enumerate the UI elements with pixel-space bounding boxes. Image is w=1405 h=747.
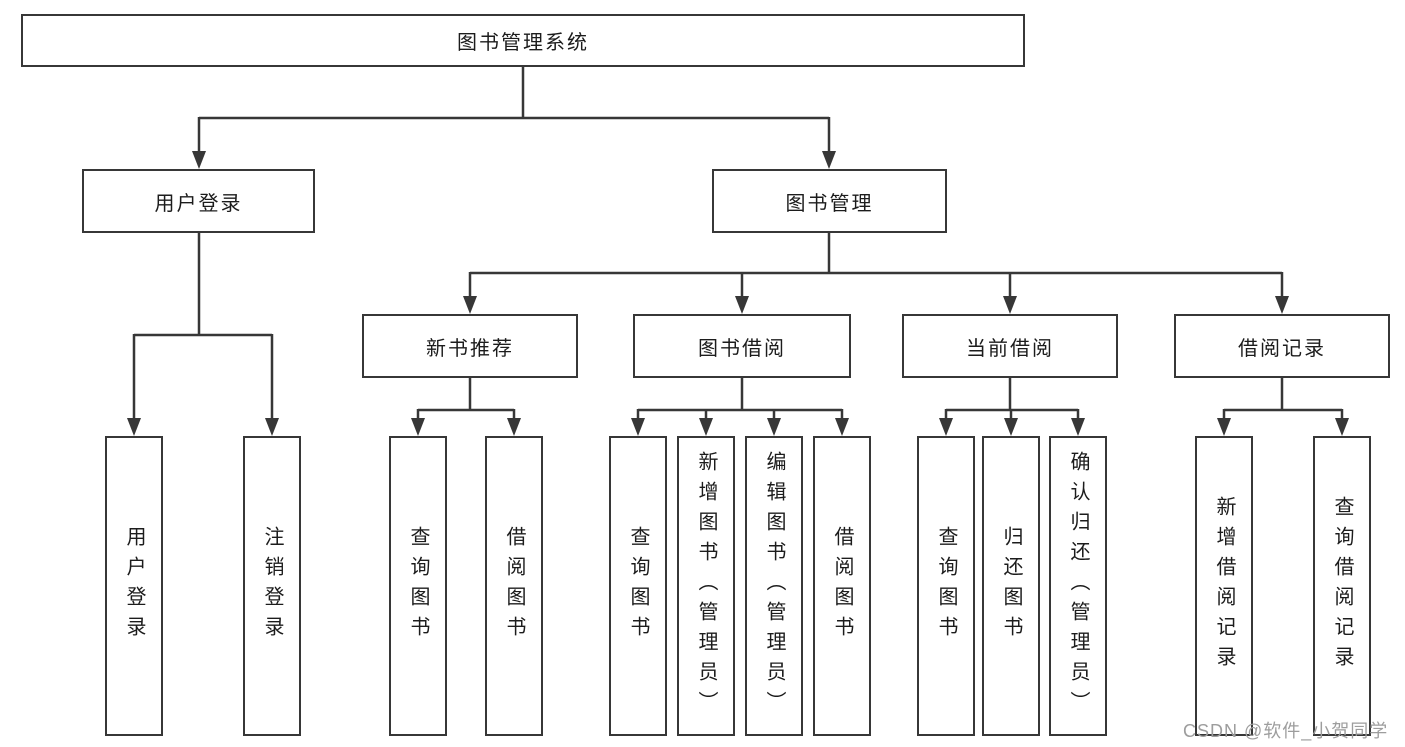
csdn-watermark: CSDN @软件_小贺同学: [1183, 721, 1389, 741]
leaf-query-books-1: 查询图书: [389, 436, 447, 736]
node-book-management: 图书管理: [712, 169, 947, 233]
leaf-borrow-books-1: 借阅图书: [485, 436, 543, 736]
node-label: 图书管理系统: [457, 32, 589, 54]
leaf-add-books-admin: 新增图书（管理员）: [677, 436, 735, 736]
node-label: 归还图书: [1000, 526, 1022, 646]
node-label: 用户登录: [123, 526, 145, 646]
node-label: 编辑图书（管理员）: [763, 451, 785, 721]
node-new-book-recommend: 新书推荐: [362, 314, 578, 378]
leaf-edit-books-admin: 编辑图书（管理员）: [745, 436, 803, 736]
node-label: 查询借阅记录: [1331, 496, 1353, 676]
node-label: 新增借阅记录: [1213, 496, 1235, 676]
node-label: 新增图书（管理员）: [695, 451, 717, 721]
node-label: 用户登录: [154, 192, 243, 215]
node-user-login: 用户登录: [82, 169, 315, 233]
node-book-borrowing: 图书借阅: [633, 314, 851, 378]
leaf-query-borrow-record: 查询借阅记录: [1313, 436, 1371, 736]
node-label: 图书借阅: [698, 337, 786, 360]
leaf-logout: 注销登录: [243, 436, 301, 736]
node-label: 图书管理: [785, 192, 874, 215]
leaf-query-books-2: 查询图书: [609, 436, 667, 736]
node-library-system: 图书管理系统: [21, 14, 1025, 67]
node-label: 借阅记录: [1238, 337, 1326, 360]
node-label: 查询图书: [627, 526, 649, 646]
node-label: 借阅图书: [503, 526, 525, 646]
node-label: 查询图书: [407, 526, 429, 646]
leaf-user-login: 用户登录: [105, 436, 163, 736]
node-label: 查询图书: [935, 526, 957, 646]
leaf-return-books: 归还图书: [982, 436, 1040, 736]
leaf-borrow-books-2: 借阅图书: [813, 436, 871, 736]
leaf-add-borrow-record: 新增借阅记录: [1195, 436, 1253, 736]
node-label: 借阅图书: [831, 526, 853, 646]
node-label: 当前借阅: [966, 337, 1054, 360]
arrowhead-icons: [127, 151, 1349, 436]
node-current-borrowing: 当前借阅: [902, 314, 1118, 378]
node-label: 新书推荐: [426, 337, 514, 360]
leaf-confirm-return-admin: 确认归还（管理员）: [1049, 436, 1107, 736]
node-label: 注销登录: [261, 526, 283, 646]
node-borrowing-records: 借阅记录: [1174, 314, 1390, 378]
node-label: 确认归还（管理员）: [1067, 451, 1089, 721]
leaf-query-books-3: 查询图书: [917, 436, 975, 736]
